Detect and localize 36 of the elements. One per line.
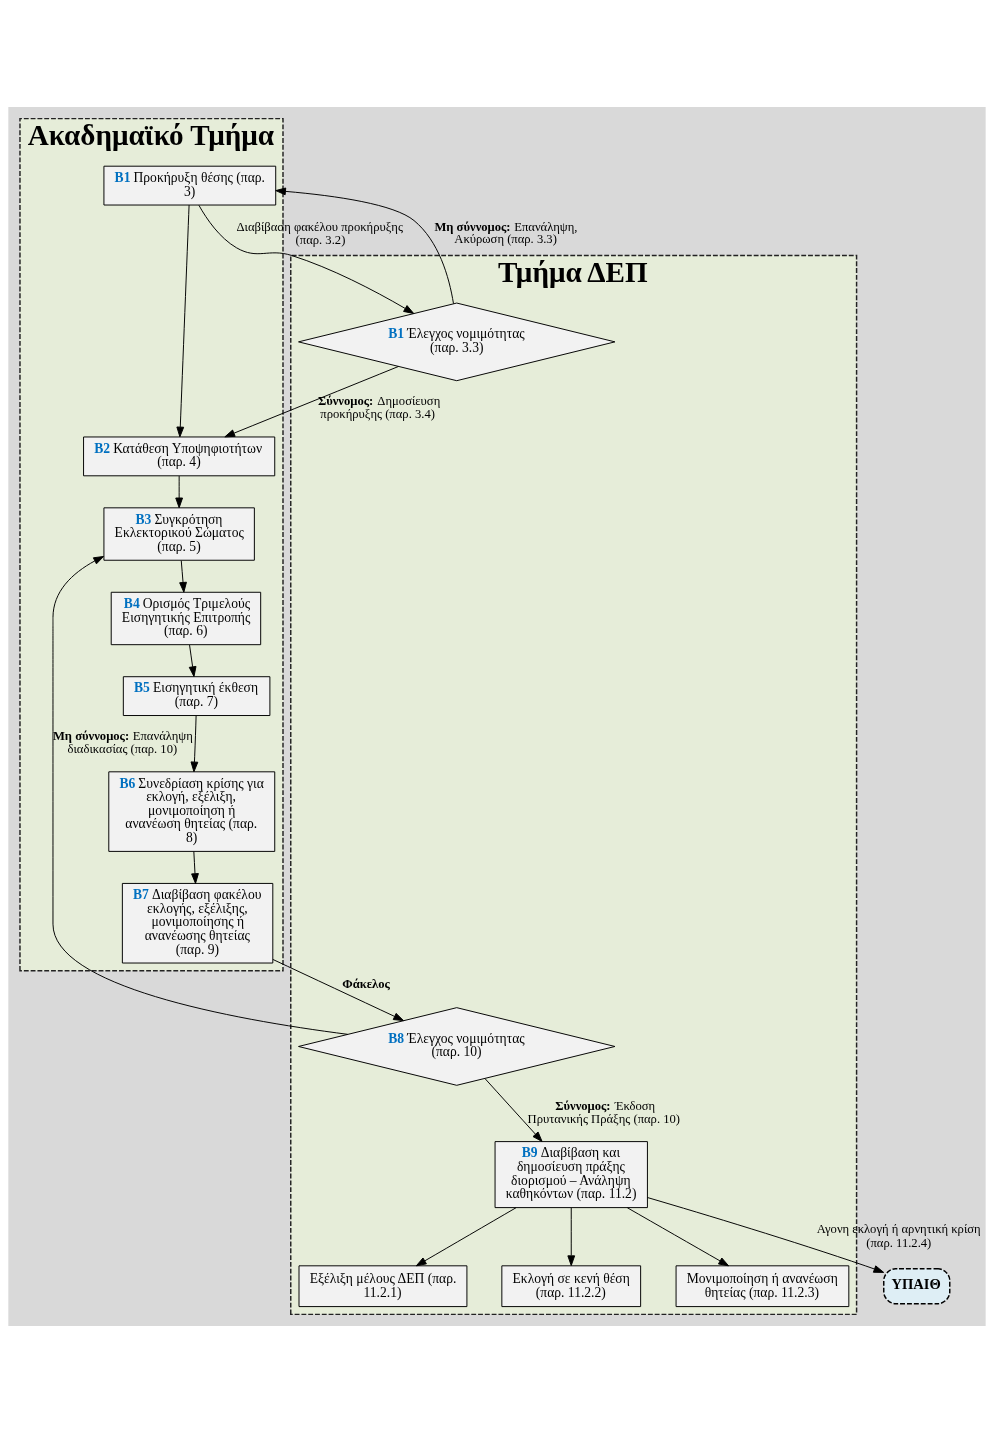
node-box: B7 Διαβίβαση φακέλου εκλογής, εξέλιξης, μονιμοποίησης ή ανανέωσης θητείας (παρ. 9) (121, 882, 274, 963)
arrow (188, 644, 197, 677)
arrow (175, 475, 184, 508)
node-box: B3 Συγκρότηση Εκλεκτορικού Σώματος (παρ. 5) (103, 506, 255, 561)
node-box: ΥΠΑΙΘ (883, 1267, 951, 1304)
arrow (275, 187, 454, 304)
edge-label: Αγονη εκλογή ή αρνητική κρίση (παρ. 11.2.4) (816, 1221, 981, 1250)
arrow (176, 204, 190, 437)
node-box: Εκλογή σε κενή θέση (παρ. 11.2.2) (501, 1264, 642, 1307)
arrow (224, 365, 400, 437)
node-box: B1 Προκήρυξη θέσης (παρ. 3) (103, 165, 277, 205)
node-box: Εξέλιξη μέλους ΔΕΠ (παρ. 11.2.1) (298, 1264, 468, 1307)
node-diamond: B8 Έλεγχος νομιμότητας (παρ. 10) (298, 1006, 616, 1086)
node-box: B5 Εισηγητική έκθεση (παρ. 7) (122, 675, 271, 716)
arrow (484, 1077, 543, 1142)
node-box: B9 Διαβίβαση και δημοσίευση πράξης διορισμού – Ανάληψη καθηκόντων (παρ. 11.2) (494, 1140, 648, 1208)
arrow (626, 1206, 730, 1266)
edge-label: Διαβίβαση φακέλου προκήρυξης (παρ. 3.2) (236, 219, 403, 247)
node-box: Μονιμοποίηση ή ανανέωση θητείας (παρ. 11.2.3) (675, 1264, 850, 1307)
edge-label: Μη σύννομος: Επανάληψη διαδικασίας (παρ. 10) (52, 728, 193, 756)
arrow (415, 1206, 517, 1266)
edge-label: Σύννομος: Δημοσίευση προκήρυξης (παρ. 3.4) (317, 393, 441, 421)
arrow (190, 714, 199, 772)
arrow (198, 204, 415, 314)
node-box: B2 Κατάθεση Υποψηφιοτήτων (παρ. 4) (83, 436, 276, 476)
arrow (191, 850, 199, 884)
arrow (647, 1196, 885, 1273)
node-box: B6 Συνεδρίαση κρίσης για εκλογή, εξέλιξη, μονιμοποίηση ή ανανέωση θητείας (παρ. 8) (108, 770, 276, 852)
edge-label: Φάκελος (342, 976, 390, 991)
edge-label: Μη σύννομος: Επανάληψη, Ακύρωση (παρ. 3.3) (434, 219, 578, 246)
arrow (52, 555, 349, 1035)
node-box: B4 Ορισμός Τριμελούς Εισηγητικής Επιτροπής (παρ. 6) (110, 591, 262, 645)
arrow (272, 958, 404, 1021)
edge-label: Σύννομος: Έκδοση Πρυτανικής Πράξης (παρ. 10) (527, 1098, 681, 1126)
arrow (567, 1206, 576, 1266)
arrow (179, 559, 187, 593)
